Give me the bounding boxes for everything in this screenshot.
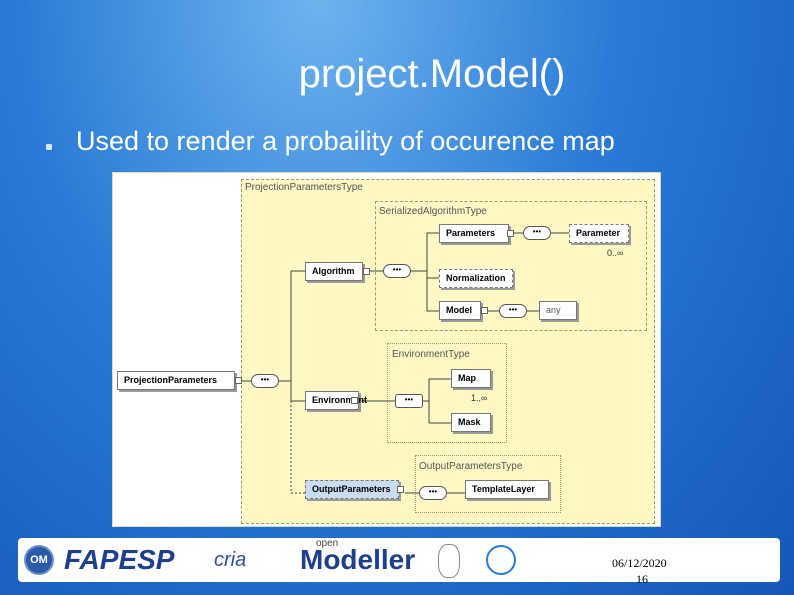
sequence-icon: ••• [523, 226, 551, 240]
algorithm-node[interactable]: Algorithm [305, 262, 363, 281]
schema-diagram: ProjectionParametersType SerializedAlgor… [112, 172, 661, 527]
algorithm-type-label: SerializedAlgorithmType [379, 206, 487, 217]
sequence-icon: ••• [383, 264, 411, 278]
connector-lines [237, 232, 569, 494]
page-number: 16 [636, 572, 648, 586]
parameter-node[interactable]: Parameter [569, 224, 629, 243]
slide-title: project.Model() [298, 52, 566, 96]
expand-toggle[interactable] [351, 397, 358, 404]
university-emblem-icon [438, 544, 460, 578]
modeller-logo: Modeller [300, 544, 416, 575]
template-layer-node[interactable]: TemplateLayer [465, 480, 549, 499]
expand-toggle[interactable] [507, 230, 514, 237]
environment-node[interactable]: Environment [305, 391, 367, 410]
projection-parameters-node[interactable]: ProjectionParameters [117, 371, 235, 390]
parameters-node[interactable]: Parameters [439, 224, 509, 243]
expand-toggle[interactable] [397, 486, 404, 493]
expand-toggle[interactable] [235, 377, 242, 384]
slide-date: 06/12/2020 [612, 556, 667, 570]
map-occurrence: 1..∞ [471, 393, 488, 403]
bullet-marker [46, 144, 52, 150]
map-node[interactable]: Map [451, 369, 491, 388]
choice-icon: ••• [395, 394, 423, 408]
mask-node[interactable]: Mask [451, 413, 491, 432]
projection-type-label: ProjectionParametersType [245, 182, 363, 193]
expand-toggle[interactable] [481, 307, 488, 314]
expand-toggle[interactable] [363, 268, 370, 275]
normalization-node[interactable]: Normalization [439, 269, 513, 288]
environment-type-label: EnvironmentType [392, 349, 470, 360]
any-node[interactable]: any [539, 301, 577, 320]
output-parameters-node[interactable]: OutputParameters [305, 480, 399, 499]
sequence-icon: ••• [419, 486, 447, 500]
openmodeller-badge-logo: OM [24, 545, 54, 575]
institution-emblem-icon [486, 545, 516, 575]
fapesp-logo: FAPESP [64, 544, 175, 575]
open-label: open [316, 538, 339, 549]
output-type-label: OutputParametersType [419, 461, 523, 472]
bullet-text: Used to render a probaility of occurence… [76, 126, 615, 156]
logo-bar: OM FAPESP cria open Modeller [18, 538, 780, 582]
cria-logo: cria [214, 548, 247, 571]
sequence-icon: ••• [251, 374, 279, 388]
sequence-icon: ••• [499, 304, 527, 318]
parameter-occurrence: 0..∞ [607, 248, 624, 258]
model-node[interactable]: Model [439, 301, 481, 320]
